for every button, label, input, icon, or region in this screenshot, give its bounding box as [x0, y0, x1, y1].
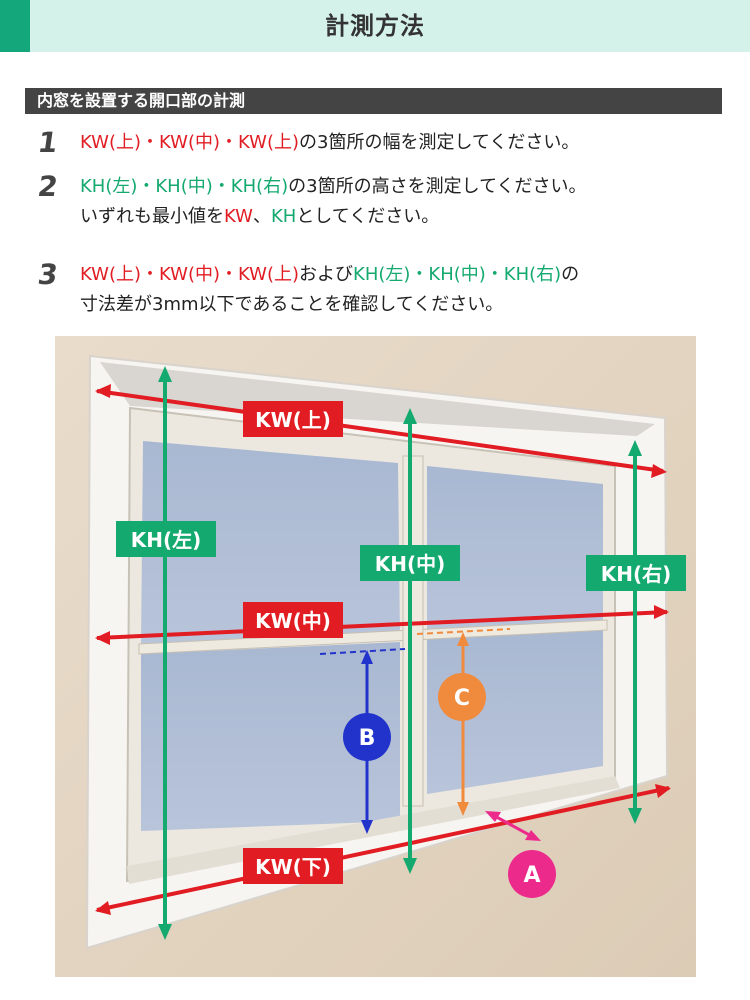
kh-mid-label: KH(中) [375, 552, 446, 576]
page-title: 計測方法 [325, 12, 425, 40]
a-arrowhead-end [525, 830, 541, 841]
section-title: 内窓を設置する開口部の計測 [25, 88, 722, 114]
glass-upper-left [141, 441, 400, 646]
step-1-kw-list: KW(上)・KW(中)・KW(上) [80, 132, 300, 153]
step-2-instruction: の3箇所の高さを測定してください。 [288, 176, 587, 197]
step-2-kh: KH [270, 206, 297, 227]
step-2-note-a: いずれも最小値を [80, 206, 224, 227]
b-marker-label: B [359, 726, 376, 751]
step-2-note-b: としてください。 [296, 206, 440, 227]
c-marker-label: C [454, 686, 470, 711]
kh-mid-arrowhead-top [403, 408, 417, 424]
a-line [490, 812, 536, 840]
kh-right-arrowhead-bottom [628, 808, 642, 824]
step-3-kh-list: KH(左)・KH(中)・KH(右) [353, 264, 562, 285]
a-arrowhead-start [485, 811, 501, 822]
b-marker [343, 713, 391, 761]
b-arrowhead-bottom [361, 820, 373, 834]
kw-bottom-label-box [243, 848, 343, 884]
step-text: KH(左)・KH(中)・KH(右)の3箇所の高さを測定してください。 いずれも最… [80, 172, 740, 232]
kw-mid-arrowhead-right [654, 605, 669, 619]
kw-bottom-arrowhead-right [655, 784, 671, 798]
window-photo-diagram: KW(上) KW(中) KW(下) KH(左) KH(中) KH(右) B C … [55, 336, 696, 977]
kh-left-label-box [116, 521, 216, 557]
kw-top-label: KW(上) [255, 408, 331, 432]
kw-bottom-line [96, 786, 670, 912]
kw-top-arrowhead-right [651, 464, 667, 478]
step-3-kw-list: KW(上)・KW(中)・KW(上) [80, 264, 300, 285]
c-guide-line [416, 628, 511, 635]
step-number: 2 [35, 170, 60, 203]
b-arrowhead-top [361, 650, 373, 664]
kw-mid-arrowhead-left [95, 631, 110, 645]
glass-lower-left [141, 642, 400, 831]
header-accent [0, 0, 30, 52]
c-arrowhead-bottom [457, 802, 469, 816]
meeting-rail [138, 619, 608, 655]
kh-mid-arrowhead-bottom [403, 858, 417, 874]
a-marker-label: A [523, 863, 540, 888]
step-text: KW(上)・KW(中)・KW(上)の3箇所の幅を測定してください。 [80, 128, 740, 158]
c-arrowhead-top [457, 632, 469, 646]
step-1-instruction: の3箇所の幅を測定してください。 [299, 132, 580, 153]
kh-left-arrowhead-top [158, 366, 172, 382]
kw-bottom-arrowhead-left [95, 901, 111, 915]
b-guide-line [319, 648, 406, 655]
kh-left-label: KH(左) [131, 528, 202, 552]
step-3-no: の [561, 264, 580, 285]
kh-mid-label-box [360, 545, 460, 581]
step-2-kh-list: KH(左)・KH(中)・KH(右) [80, 176, 289, 197]
kh-right-label: KH(右) [601, 562, 672, 586]
glass-upper-right [427, 466, 603, 634]
kw-mid-label-box [243, 602, 343, 638]
glass-lower-right [427, 628, 603, 794]
kh-right-arrowhead-top [628, 440, 642, 456]
kw-mid-line [96, 610, 668, 640]
a-marker [508, 850, 556, 898]
step-2-kw: KW [224, 206, 253, 227]
step-2-comma: 、 [252, 206, 271, 227]
step-3-instruction: 寸法差が3mm以下であることを確認してください。 [80, 294, 504, 315]
step-text: KW(上)・KW(中)・KW(上)およびKH(左)・KH(中)・KH(右)の 寸… [80, 260, 740, 320]
kw-top-arrowhead-left [95, 384, 111, 398]
kw-top-line [96, 389, 664, 473]
c-marker [438, 673, 486, 721]
kw-top-label-box [243, 401, 343, 437]
header-bar: 計測方法 [0, 0, 750, 52]
kh-right-label-box [586, 555, 686, 591]
kw-bottom-label: KW(下) [255, 855, 331, 879]
step-3-and: および [299, 264, 354, 285]
kh-left-arrowhead-bottom [158, 924, 172, 940]
reveal-top [100, 362, 655, 436]
step-number: 1 [35, 126, 60, 159]
step-number: 3 [35, 258, 60, 291]
center-mullion [402, 455, 424, 807]
kw-mid-label: KW(中) [255, 609, 331, 633]
